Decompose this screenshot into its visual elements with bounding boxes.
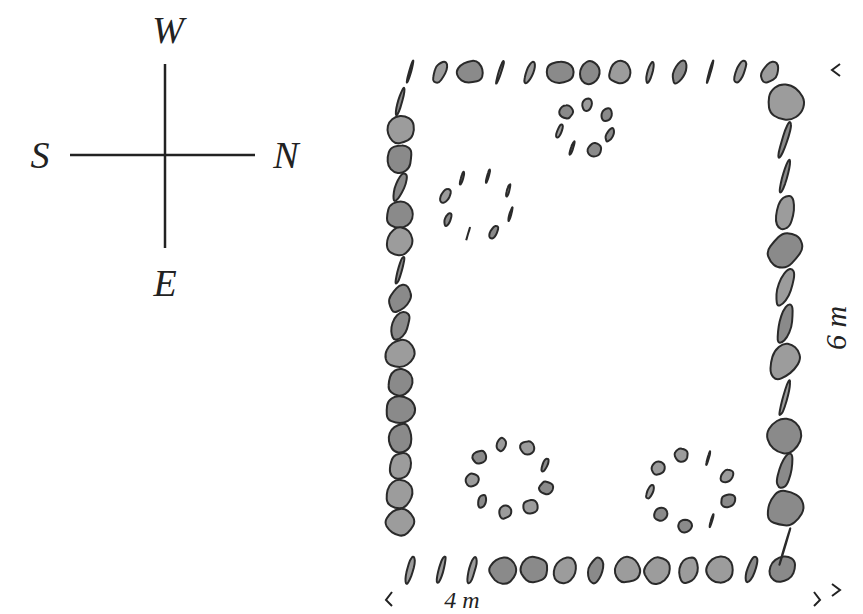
stone bbox=[615, 557, 640, 582]
compass-letter: N bbox=[273, 136, 298, 174]
stone bbox=[778, 305, 793, 343]
stone bbox=[489, 558, 516, 584]
stone bbox=[433, 62, 447, 83]
compass-cross bbox=[70, 64, 255, 248]
stone bbox=[539, 482, 553, 495]
stone bbox=[387, 396, 415, 423]
stone bbox=[542, 459, 549, 472]
stone bbox=[489, 226, 498, 238]
stone bbox=[388, 116, 414, 143]
stone bbox=[706, 451, 710, 465]
stone bbox=[387, 202, 413, 228]
stone bbox=[407, 61, 414, 83]
stone bbox=[777, 454, 793, 488]
stone bbox=[440, 189, 451, 203]
compass-letter: W bbox=[152, 11, 184, 49]
stone bbox=[767, 419, 801, 454]
stone bbox=[556, 125, 563, 138]
stone bbox=[606, 128, 614, 141]
stone bbox=[460, 172, 464, 185]
dimension-label: 4 m bbox=[444, 588, 479, 612]
stone bbox=[506, 184, 510, 196]
stone bbox=[520, 557, 547, 582]
stone bbox=[559, 105, 573, 118]
stone bbox=[761, 62, 778, 83]
stone bbox=[746, 557, 758, 582]
stone bbox=[646, 62, 653, 83]
stone bbox=[644, 557, 670, 584]
stone bbox=[675, 449, 688, 462]
stone bbox=[768, 491, 804, 526]
dimension-ticks bbox=[386, 64, 840, 606]
stone bbox=[388, 145, 412, 173]
stone bbox=[721, 470, 734, 482]
stone bbox=[768, 233, 803, 267]
stone bbox=[437, 556, 446, 582]
stone bbox=[497, 438, 506, 451]
stone bbox=[779, 380, 790, 415]
stone bbox=[588, 143, 602, 156]
stone bbox=[710, 514, 714, 527]
stone bbox=[523, 500, 537, 514]
stone bbox=[496, 61, 504, 84]
stone bbox=[405, 557, 414, 584]
stone bbox=[776, 196, 794, 229]
stone bbox=[770, 344, 799, 380]
compass-letter: E bbox=[153, 264, 176, 302]
stone bbox=[385, 340, 414, 367]
stone bbox=[472, 451, 486, 464]
stone bbox=[457, 61, 483, 83]
stone bbox=[706, 556, 733, 582]
dimension-label: 6 m bbox=[821, 306, 851, 350]
stone bbox=[520, 441, 534, 454]
stone bbox=[524, 62, 535, 84]
stone bbox=[486, 170, 490, 183]
stone bbox=[588, 558, 603, 584]
stone bbox=[673, 61, 687, 84]
stone bbox=[478, 495, 486, 508]
stone bbox=[734, 61, 746, 83]
stone bbox=[389, 369, 413, 396]
stone bbox=[396, 257, 405, 284]
stones bbox=[385, 60, 804, 583]
stone bbox=[466, 228, 470, 240]
stone bbox=[654, 508, 667, 521]
stone bbox=[652, 461, 665, 474]
stone bbox=[569, 141, 574, 154]
stone bbox=[778, 122, 791, 158]
stone bbox=[386, 509, 415, 536]
stone bbox=[679, 557, 698, 583]
stone bbox=[609, 61, 630, 83]
stone bbox=[769, 85, 804, 120]
stone bbox=[499, 506, 511, 519]
stone bbox=[390, 453, 411, 479]
stone bbox=[391, 312, 409, 340]
stone bbox=[387, 227, 413, 255]
compass-letter: S bbox=[31, 136, 50, 174]
stone bbox=[779, 528, 790, 564]
stone bbox=[387, 480, 413, 508]
stone bbox=[646, 485, 654, 498]
stone bbox=[389, 285, 411, 312]
stone bbox=[678, 520, 692, 533]
stone bbox=[466, 474, 479, 487]
stone bbox=[547, 62, 574, 83]
stone bbox=[396, 88, 405, 115]
stone bbox=[554, 557, 576, 583]
stone bbox=[508, 207, 512, 221]
stone bbox=[780, 160, 790, 193]
stone bbox=[580, 61, 600, 84]
stone bbox=[721, 494, 735, 507]
stone bbox=[601, 108, 611, 121]
stone bbox=[444, 213, 451, 226]
stone bbox=[394, 173, 407, 200]
stone bbox=[770, 557, 795, 582]
stone bbox=[582, 98, 592, 111]
stone bbox=[467, 557, 476, 583]
stone bbox=[707, 60, 713, 82]
stone bbox=[776, 269, 794, 306]
stone bbox=[389, 424, 412, 453]
